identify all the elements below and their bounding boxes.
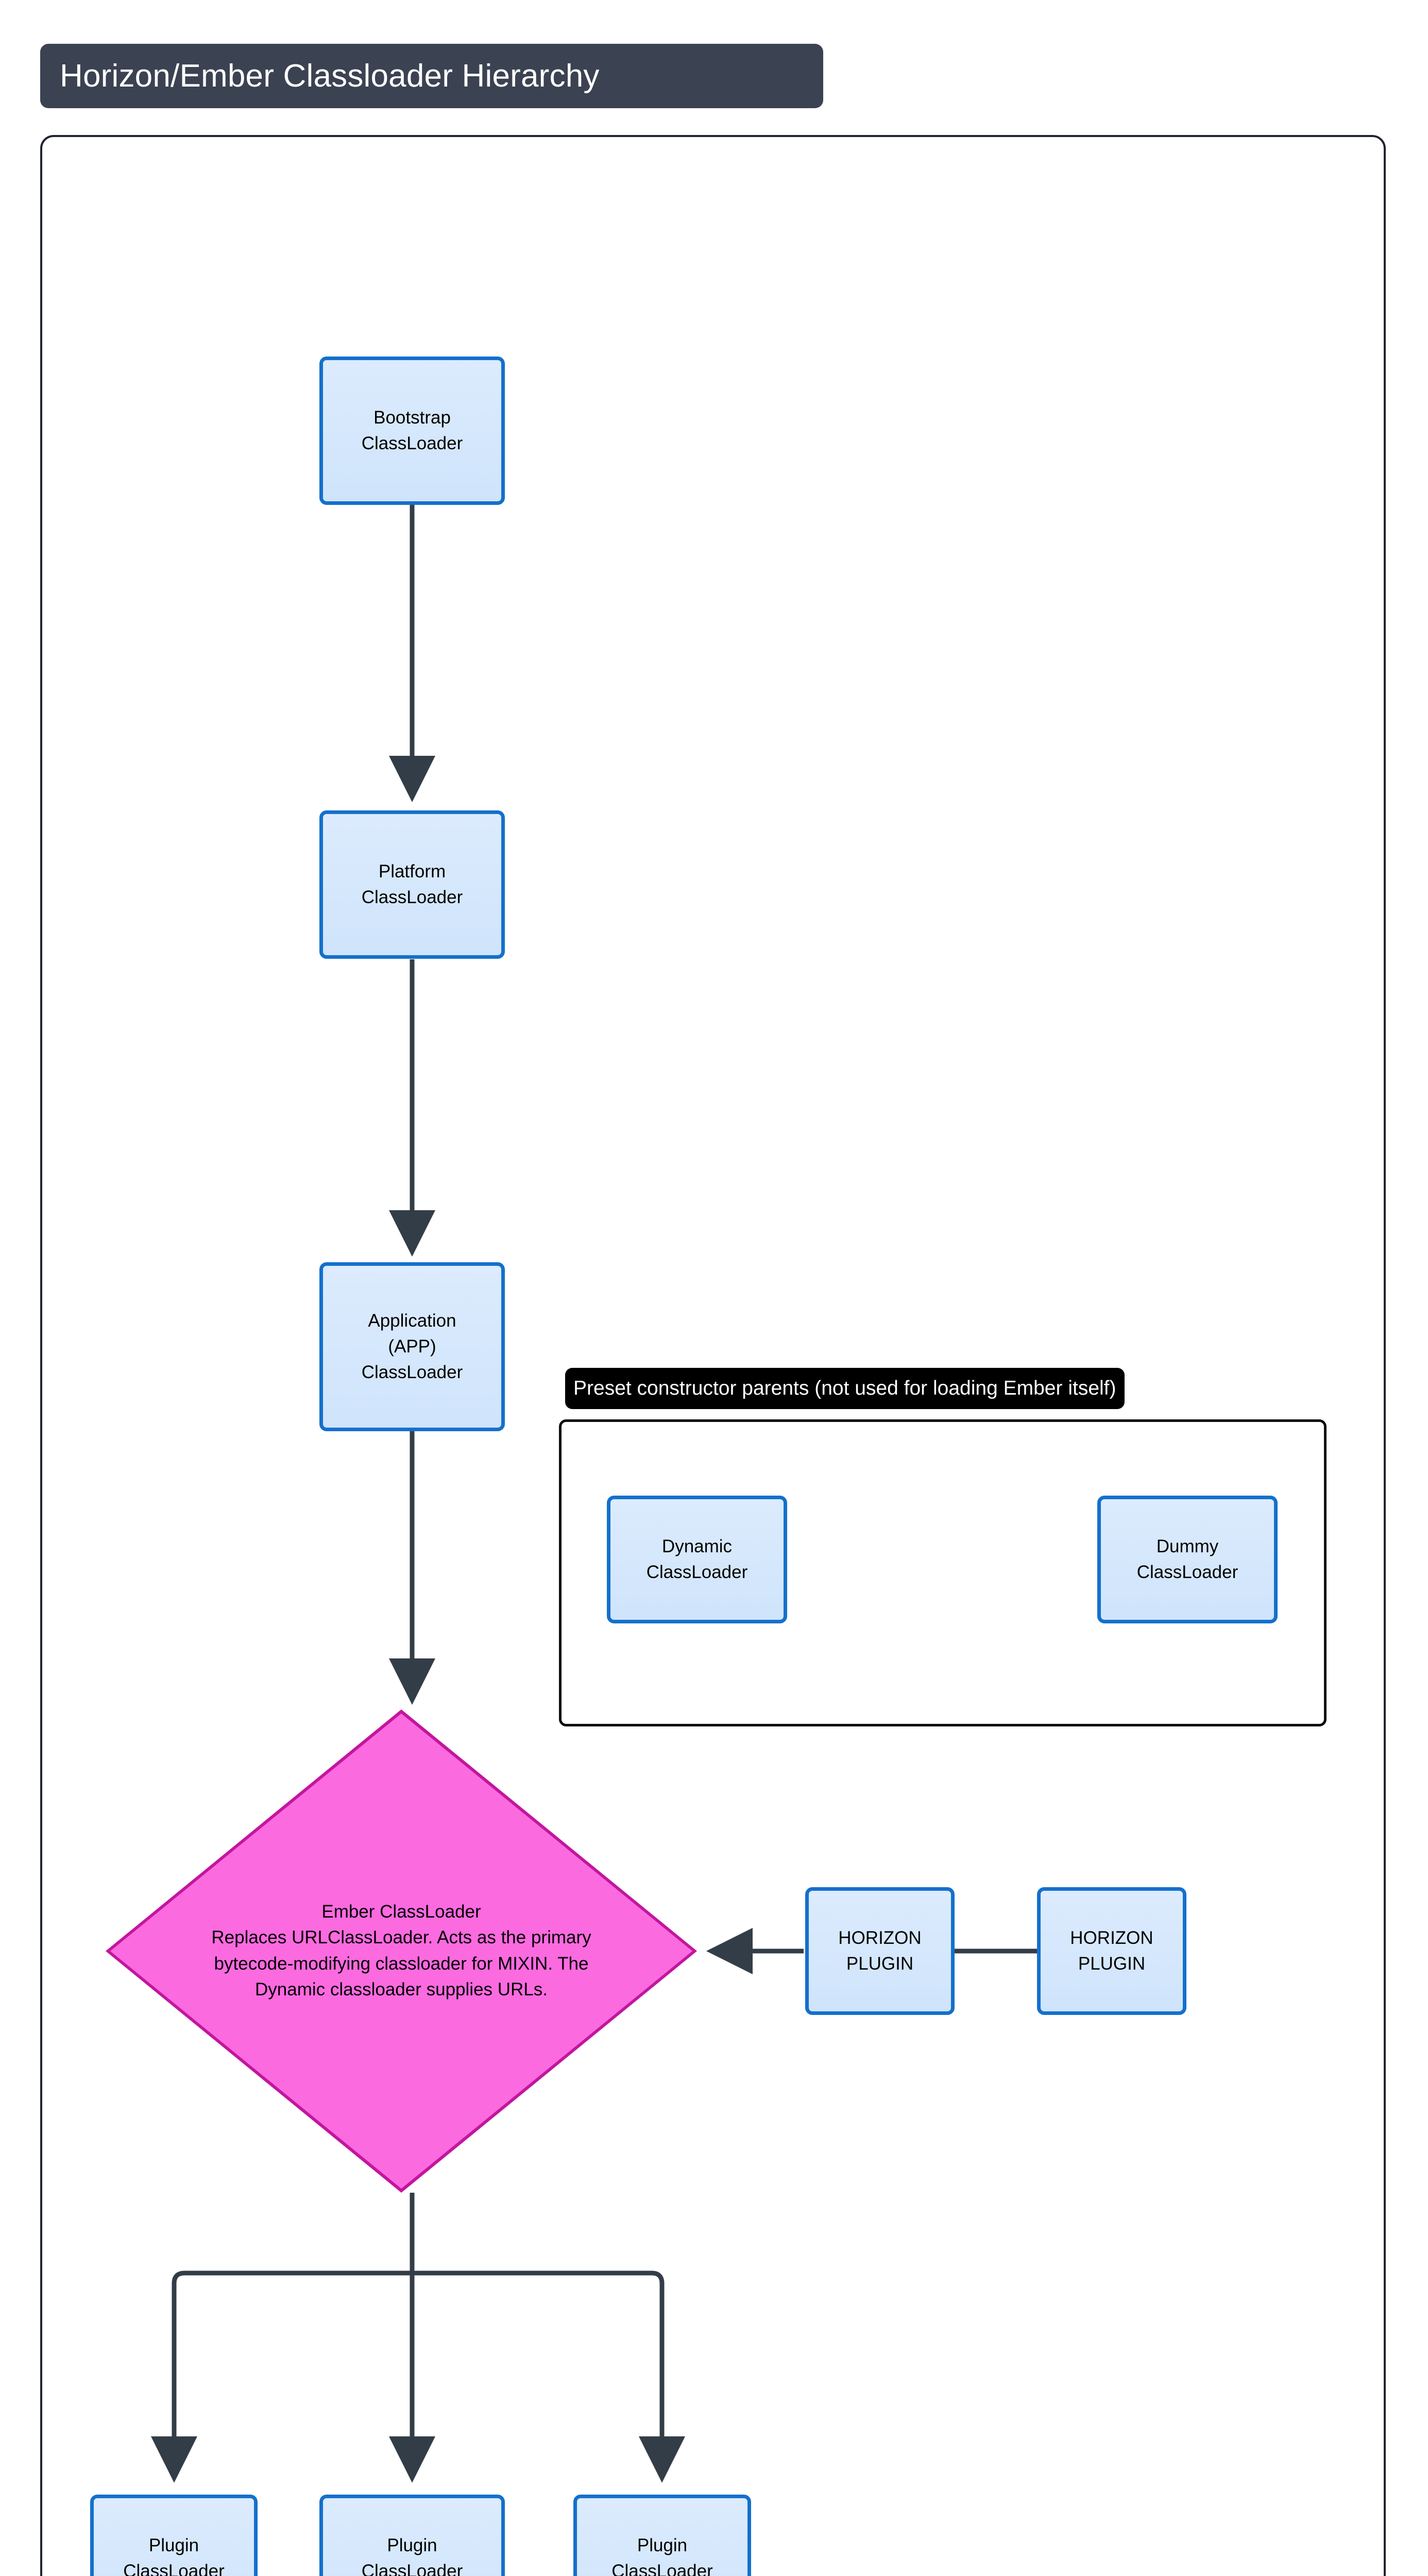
cluster-preset-label-text: Preset constructor parents (not used for… <box>573 1377 1116 1399</box>
cluster-preset-label-chip: Preset constructor parents (not used for… <box>565 1368 1125 1409</box>
node-horizon2-line1: HORIZON <box>1070 1928 1153 1948</box>
node-horizon-plugin-1[interactable]: HORIZON PLUGIN <box>805 1887 955 2015</box>
diagram-title-bar: Horizon/Ember Classloader Hierarchy <box>40 44 823 108</box>
node-horizon1-line2: PLUGIN <box>846 1954 914 1974</box>
node-dummy-classloader[interactable]: Dummy ClassLoader <box>1097 1496 1278 1623</box>
node-plugin-classloader-1[interactable]: Plugin ClassLoader <box>90 2495 258 2576</box>
node-application-classloader[interactable]: Application (APP) ClassLoader <box>319 1262 505 1431</box>
node-dynamic-line1: Dynamic <box>661 1536 733 1557</box>
node-ember-line2: Replaces URLClassLoader. Acts as the pri… <box>211 1927 591 2000</box>
node-plugin2-line2: ClassLoader <box>361 2561 463 2576</box>
node-application-line2: (APP) <box>388 1336 436 1357</box>
node-plugin3-line1: Plugin <box>637 2535 688 2556</box>
node-horizon2-line2: PLUGIN <box>1078 1954 1146 1974</box>
page-title: Horizon/Ember Classloader Hierarchy <box>60 58 600 94</box>
node-platform-classloader[interactable]: Platform ClassLoader <box>319 810 505 959</box>
node-application-line3: ClassLoader <box>361 1362 463 1382</box>
node-plugin-classloader-2[interactable]: Plugin ClassLoader <box>319 2495 505 2576</box>
node-ember-classloader[interactable]: Ember ClassLoader Replaces URLClassLoade… <box>106 1709 697 2193</box>
node-dummy-line2: ClassLoader <box>1136 1562 1238 1582</box>
node-bootstrap-line2: ClassLoader <box>361 433 463 453</box>
ember-diamond-text: Ember ClassLoader Replaces URLClassLoade… <box>190 1899 613 2003</box>
node-plugin-classloader-3[interactable]: Plugin ClassLoader <box>573 2495 751 2576</box>
node-application-line1: Application <box>368 1311 456 1331</box>
node-dynamic-line2: ClassLoader <box>646 1562 748 1582</box>
node-horizon-plugin-2[interactable]: HORIZON PLUGIN <box>1037 1887 1186 2015</box>
node-dummy-line1: Dummy <box>1156 1536 1219 1557</box>
node-horizon1-line1: HORIZON <box>838 1928 922 1948</box>
node-bootstrap-line1: Bootstrap <box>373 408 451 428</box>
diagram-frame <box>40 135 1386 2576</box>
node-bootstrap-classloader[interactable]: Bootstrap ClassLoader <box>319 357 505 505</box>
node-plugin3-line2: ClassLoader <box>611 2561 713 2576</box>
node-platform-line2: ClassLoader <box>361 887 463 907</box>
node-plugin2-line1: Plugin <box>387 2535 437 2556</box>
node-dynamic-classloader[interactable]: Dynamic ClassLoader <box>607 1496 787 1623</box>
node-platform-line1: Platform <box>378 861 446 882</box>
node-ember-line1: Ember ClassLoader <box>321 1902 481 1922</box>
node-plugin1-line2: ClassLoader <box>123 2561 225 2576</box>
node-plugin1-line1: Plugin <box>148 2535 199 2556</box>
